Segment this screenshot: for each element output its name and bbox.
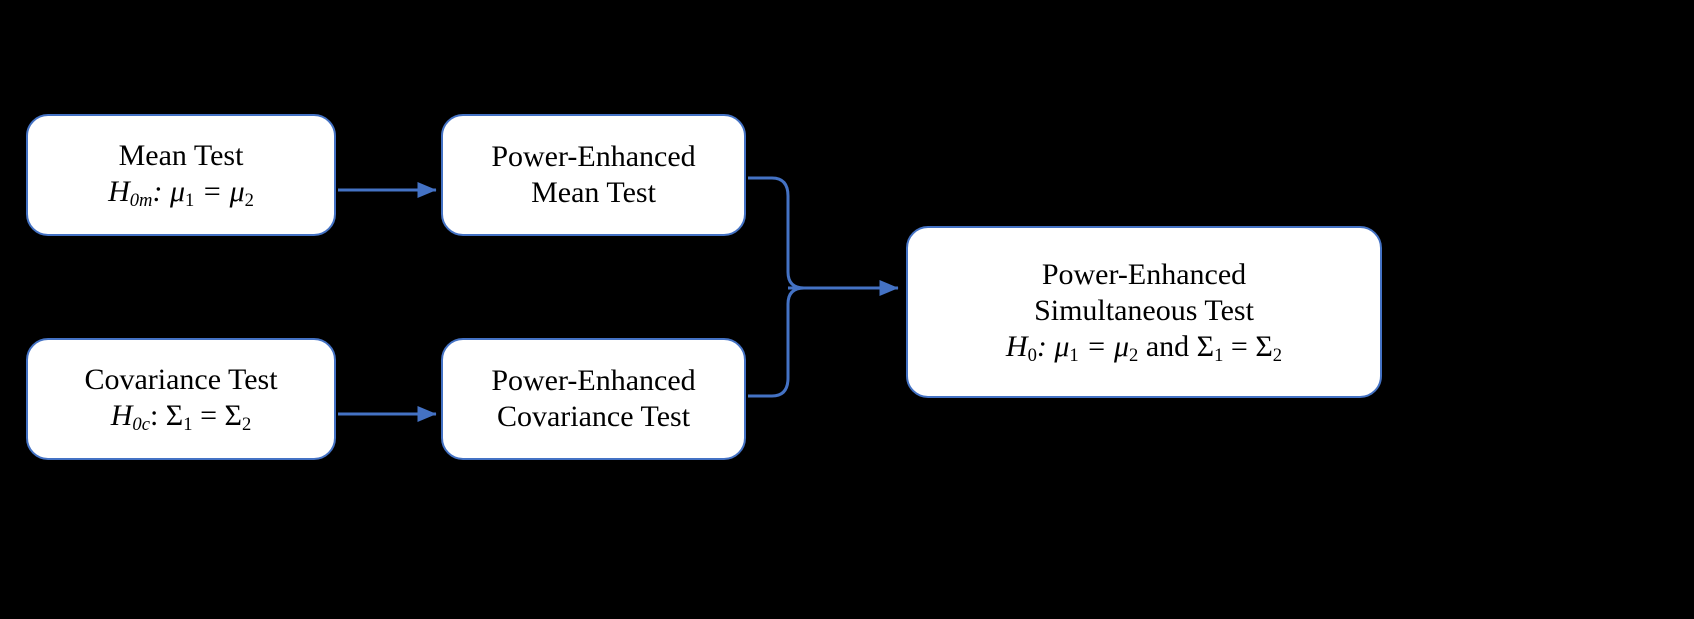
hypothesis-sigma1-sub: 1 [183, 413, 193, 435]
node-pe-mean-test-line1: Power-Enhanced [491, 140, 696, 173]
hypothesis-mu1: : μ [152, 174, 186, 208]
node-mean-test-hypothesis: H0m: μ1 = μ2 [108, 174, 254, 213]
hypothesis-equals-mu2: = μ [1078, 329, 1130, 363]
node-covariance-test-hypothesis: H0c: Σ1 = Σ2 [111, 398, 252, 437]
node-power-enhanced-simultaneous-test[interactable]: Power-Enhanced Simultaneous Test H0: μ1 … [906, 226, 1382, 398]
node-pe-covariance-test-line1: Power-Enhanced [491, 364, 696, 397]
hypothesis-mu1-sub: 1 [1069, 344, 1079, 366]
node-covariance-test-title: Covariance Test [84, 362, 278, 396]
hypothesis-symbol: H [110, 398, 133, 432]
hypothesis-equals-mu2: = μ [194, 174, 245, 208]
node-power-enhanced-covariance-test[interactable]: Power-Enhanced Covariance Test [441, 338, 746, 460]
edge-pe-mean-test-to-simultaneous-test [748, 176, 840, 290]
node-pe-covariance-test-line2: Covariance Test [496, 400, 691, 433]
node-power-enhanced-mean-test[interactable]: Power-Enhanced Mean Test [441, 114, 746, 236]
hypothesis-sigma2-sub: 2 [1272, 344, 1283, 366]
hypothesis-symbol: H [108, 174, 130, 208]
hypothesis-sigma1-sub: 1 [1214, 344, 1224, 366]
hypothesis-subscript: 0 [1027, 344, 1037, 366]
hypothesis-subscript: 0c [132, 413, 150, 435]
hypothesis-mu2-sub: 2 [1129, 344, 1139, 366]
node-mean-test-title: Mean Test [118, 138, 244, 172]
node-pe-simultaneous-test-hypothesis: H0: μ1 = μ2 and Σ1 = Σ2 [1006, 329, 1282, 368]
hypothesis-mu1-sub: 1 [185, 189, 195, 211]
hypothesis-equals-sigma2: = Σ [1223, 329, 1273, 363]
hypothesis-symbol: H [1005, 329, 1028, 363]
hypothesis-and-sigma1: and Σ [1138, 329, 1215, 363]
hypothesis-subscript: 0m [129, 189, 153, 211]
node-covariance-test[interactable]: Covariance Test H0c: Σ1 = Σ2 [26, 338, 336, 460]
hypothesis-mu2-sub: 2 [244, 189, 254, 211]
node-pe-simultaneous-test-line2: Simultaneous Test [1034, 293, 1254, 327]
node-pe-simultaneous-test-line1: Power-Enhanced [1041, 257, 1247, 291]
hypothesis-equals-sigma2: = Σ [192, 398, 242, 432]
hypothesis-sigma2-sub: 2 [241, 413, 252, 435]
edge-pe-covariance-test-to-simultaneous-test [748, 286, 840, 398]
node-pe-mean-test-line2: Mean Test [531, 176, 656, 209]
node-mean-test[interactable]: Mean Test H0m: μ1 = μ2 [26, 114, 336, 236]
hypothesis-mu1: : μ [1036, 329, 1070, 363]
hypothesis-sigma1: : Σ [149, 398, 184, 432]
